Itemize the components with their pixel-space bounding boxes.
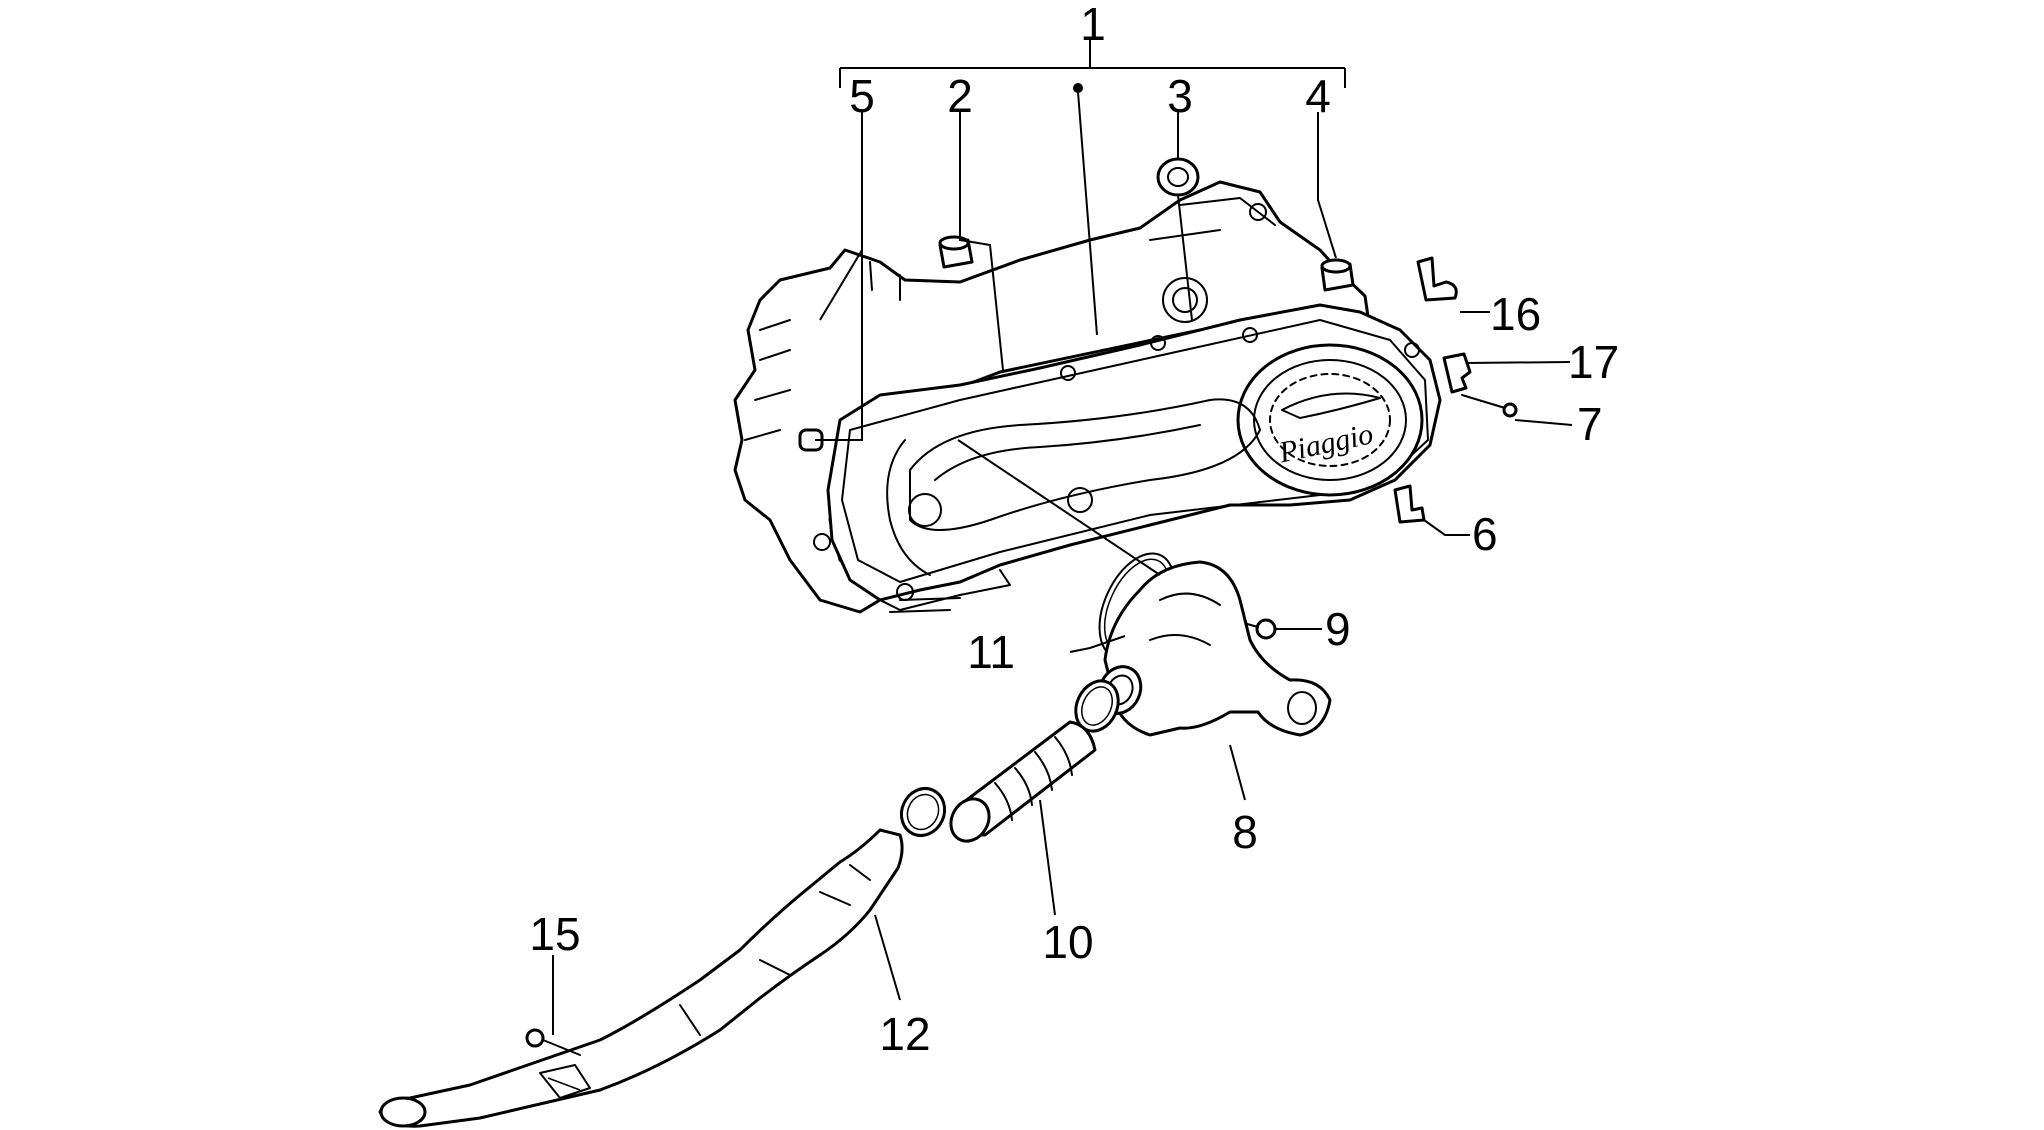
callout-1: 1 [1080, 0, 1106, 50]
intake-elbow-8 [1097, 560, 1332, 737]
callout-16: 16 [1490, 288, 1541, 340]
intake-tube-12 [378, 828, 904, 1128]
callout-8: 8 [1232, 806, 1258, 858]
screw-15 [525, 1028, 581, 1056]
callout-10: 10 [1042, 916, 1093, 968]
screw-7 [1461, 394, 1518, 418]
group-bracket [839, 40, 1346, 93]
callout-9: 9 [1325, 603, 1351, 655]
sleeve-10 [949, 720, 1097, 843]
bracket-6 [1393, 484, 1426, 524]
callout-12: 12 [879, 1008, 930, 1060]
leader-lines [552, 91, 1573, 1035]
screw-9 [1239, 618, 1277, 640]
oil-seal-3 [1156, 157, 1200, 197]
hose-clamp-lower [899, 787, 947, 837]
crankcase-cover: Piaggio [733, 180, 1442, 614]
callout-4: 4 [1305, 70, 1331, 122]
callout-2: 2 [947, 70, 973, 122]
callout-labels: 1 5 2 3 4 16 17 7 6 9 11 8 10 12 15 [529, 0, 1619, 1060]
callout-3: 3 [1167, 70, 1193, 122]
callout-11: 11 [967, 626, 1015, 678]
callout-7: 7 [1577, 398, 1603, 450]
callout-5: 5 [849, 70, 875, 122]
callout-17: 17 [1568, 336, 1619, 388]
dowel-pin-4 [1320, 258, 1355, 292]
callout-15: 15 [529, 908, 580, 960]
clip-16 [1416, 256, 1458, 302]
clip-17 [1442, 352, 1472, 394]
callout-6: 6 [1472, 508, 1498, 560]
